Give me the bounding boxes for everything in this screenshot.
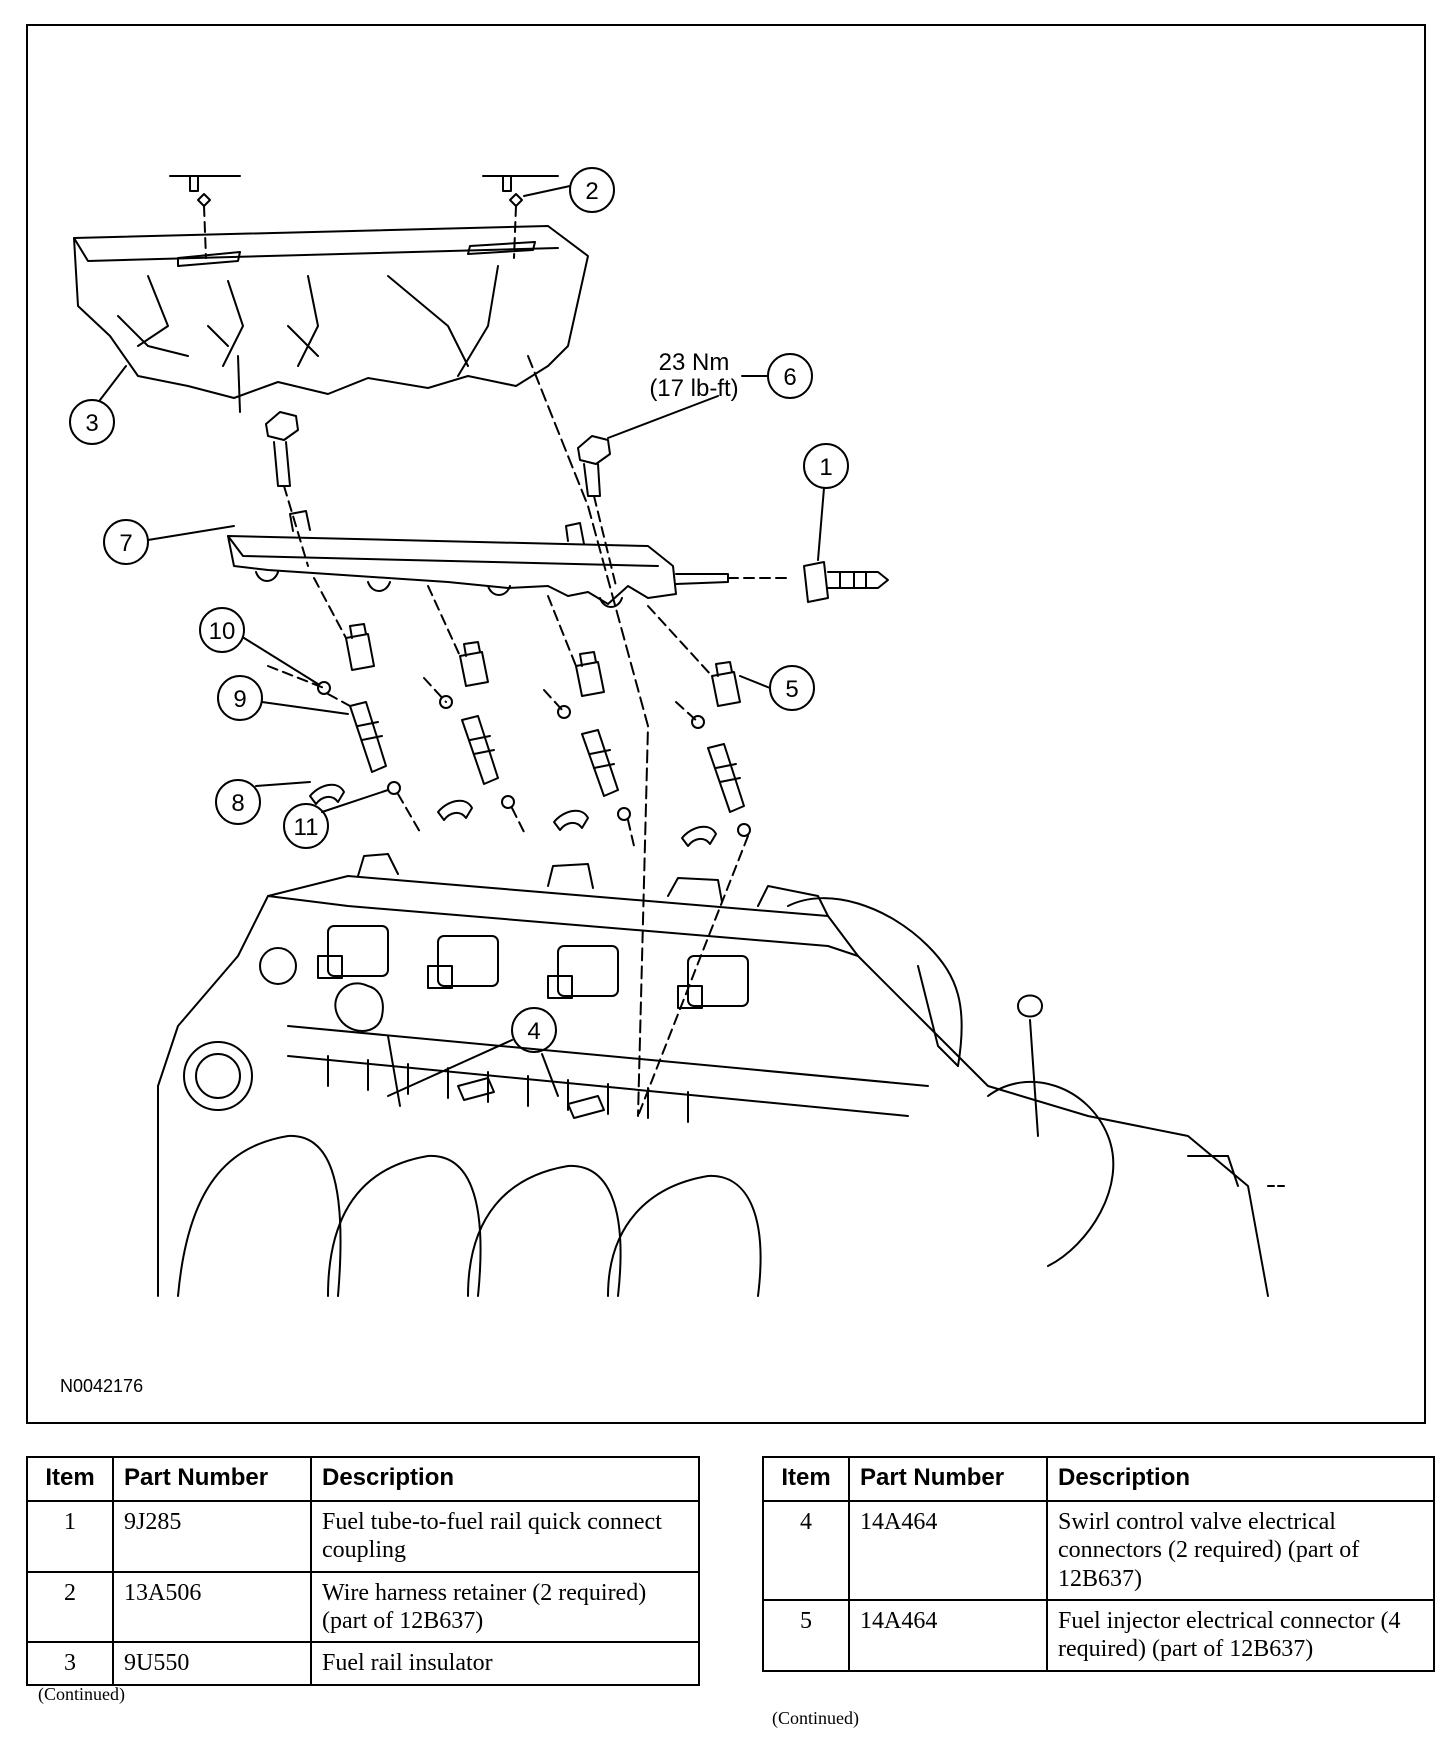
callout-labels: 1 2 3 4 5 6 7 8 9 10 11 23 Nm (17 lb-ft) — [85, 178, 832, 1045]
cell-description: Wire harness retainer (2 required) (part… — [310, 1570, 700, 1644]
fuel-rail-bolt-part — [265, 411, 617, 587]
callout-circle-8 — [215, 779, 261, 825]
cell-part-number: 9U550 — [112, 1641, 312, 1686]
cell-item: 1 — [26, 1500, 114, 1573]
continued-note-left: (Continued) — [38, 1684, 125, 1704]
cell-item: 2 — [26, 1570, 114, 1644]
column-header-description: Description — [310, 1456, 700, 1502]
engine-assembly — [157, 853, 1289, 1297]
table-row: 1 9J285 Fuel tube-to-fuel rail quick con… — [26, 1500, 700, 1573]
cell-part-number: 9J285 — [112, 1500, 312, 1573]
column-header-part-number: Part Number — [848, 1456, 1048, 1502]
table-row: 3 9U550 Fuel rail insulator — [26, 1641, 700, 1686]
callout-label-4: 4 — [527, 1018, 540, 1045]
cell-part-number: 13A506 — [112, 1570, 312, 1644]
table-header-row: Item Part Number Description — [762, 1456, 1435, 1502]
table-row: 2 13A506 Wire harness retainer (2 requir… — [26, 1570, 700, 1644]
callout-label-2: 2 — [585, 178, 598, 205]
quick-connect-coupling-part — [803, 561, 889, 603]
cell-item: 5 — [762, 1598, 850, 1672]
fuel-injector-set — [267, 577, 751, 1117]
exploded-view-diagram: 1 2 3 4 5 6 7 8 9 10 11 23 Nm (17 lb-ft)… — [26, 24, 1426, 1424]
cell-description: Swirl control valve electrical connector… — [1046, 1500, 1435, 1601]
callout-circle-3 — [69, 399, 115, 445]
column-header-description: Description — [1046, 1456, 1435, 1502]
figure-id: N0042176 — [60, 1376, 144, 1396]
callout-label-7: 7 — [119, 530, 132, 557]
callouts — [69, 167, 849, 1097]
table-row: 4 14A464 Swirl control valve electrical … — [762, 1500, 1435, 1601]
fuel-rail-part — [227, 510, 789, 608]
cell-description: Fuel injector electrical connector (4 re… — [1046, 1598, 1435, 1672]
parts-table-right: Item Part Number Description 4 14A464 Sw… — [762, 1456, 1435, 1672]
parts-table-left: Item Part Number Description 1 9J285 Fue… — [26, 1456, 700, 1686]
table-row: 5 14A464 Fuel injector electrical connec… — [762, 1598, 1435, 1672]
cell-part-number: 14A464 — [848, 1598, 1048, 1672]
cell-part-number: 14A464 — [848, 1500, 1048, 1601]
continued-note-right: (Continued) — [772, 1708, 859, 1728]
callout-circle-1 — [803, 443, 849, 489]
callout-circle-5 — [769, 665, 815, 711]
callout-circle-4 — [511, 1007, 557, 1053]
callout-circle-10 — [199, 607, 245, 653]
callout-label-6: 6 — [783, 364, 796, 391]
callout-label-1: 1 — [819, 454, 832, 481]
table-header-row: Item Part Number Description — [26, 1456, 700, 1502]
callout-label-11: 11 — [294, 814, 319, 841]
column-header-item: Item — [762, 1456, 850, 1502]
column-header-part-number: Part Number — [112, 1456, 312, 1502]
cell-description: Fuel tube-to-fuel rail quick connect cou… — [310, 1500, 700, 1573]
column-header-item: Item — [26, 1456, 114, 1502]
callout-circle-7 — [103, 519, 149, 565]
fuel-rail-insulator-part — [73, 225, 589, 413]
cell-item: 4 — [762, 1500, 850, 1601]
callout-label-9: 9 — [233, 686, 246, 713]
cell-item: 3 — [26, 1641, 114, 1686]
diagram-drawing: 1 2 3 4 5 6 7 8 9 10 11 23 Nm (17 lb-ft) — [69, 167, 1289, 1297]
torque-value: 23 Nm — [659, 349, 730, 376]
callout-circle-9 — [217, 675, 263, 721]
callout-label-8: 8 — [231, 790, 244, 817]
callout-label-3: 3 — [85, 410, 98, 437]
callout-circle-11 — [283, 803, 329, 849]
callout-label-5: 5 — [785, 676, 798, 703]
cell-description: Fuel rail insulator — [310, 1641, 700, 1686]
callout-circle-2 — [569, 167, 615, 213]
callout-circle-6 — [767, 353, 813, 399]
wire-harness-retainer-part — [169, 175, 559, 259]
torque-value-imperial: (17 lb-ft) — [649, 375, 738, 402]
callout-label-10: 10 — [209, 618, 236, 645]
